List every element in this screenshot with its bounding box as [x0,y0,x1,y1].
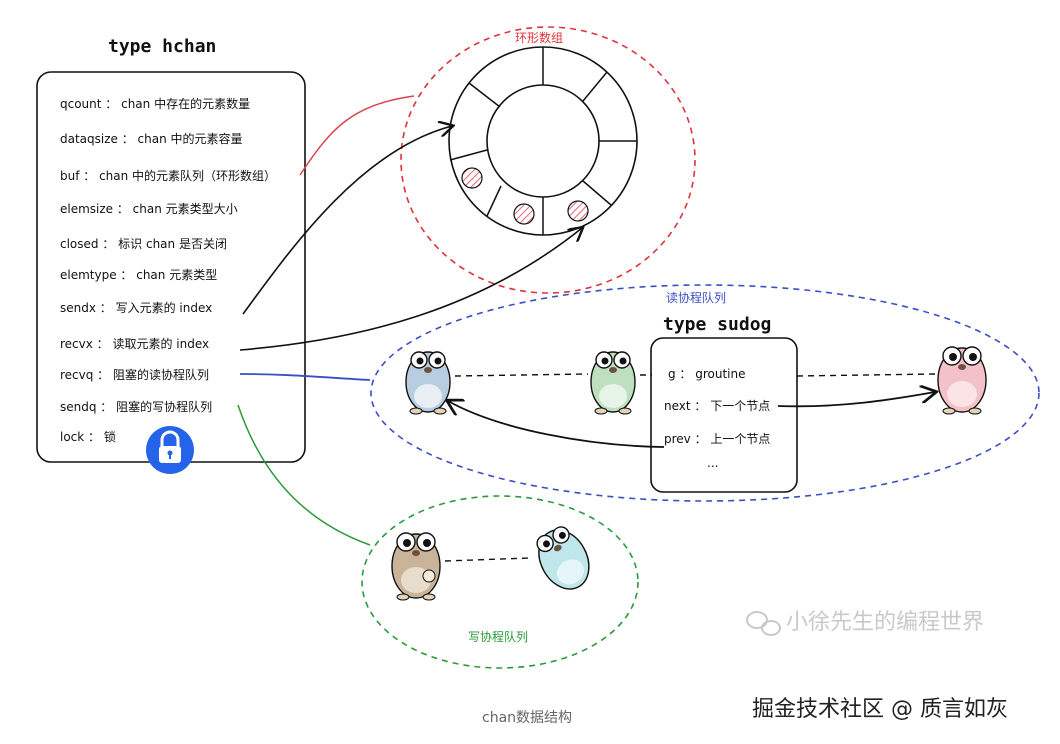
next-arrow [777,392,935,408]
ring-element [567,200,589,222]
recvq-connector [239,373,371,381]
gopher-icon [590,351,636,415]
hchan-field-sendx: sendx ： 写入元素的 index [60,300,212,315]
queue-link [796,373,936,377]
sudog-title: type sudog [663,314,771,335]
hchan-field-qcount: qcount ： chan 中存在的元素数量 [60,96,250,111]
sudog-field-more: ... [707,456,718,470]
ring-element [513,203,535,225]
hchan-title: type hchan [108,36,216,57]
prev-arrow [448,401,665,448]
ring-element [461,167,483,189]
hchan-fields: qcount ： chan 中存在的元素数量 dataqsize ： chan … [60,96,276,444]
hchan-field-sendq: sendq ： 阻塞的写协程队列 [60,399,212,414]
queue-link [454,373,589,377]
gopher-icon [405,351,451,415]
read-queue-label: 读协程队列 [666,290,726,305]
ring-array-boundary [400,26,696,294]
hchan-field-recvx: recvx ： 读取元素的 index [60,336,209,351]
lock-icon [146,426,194,474]
gopher-icon [391,532,441,601]
write-queue-label: 写协程队列 [468,629,528,644]
ring-array [448,46,638,236]
sendq-connector [237,404,371,546]
sudog-field-prev: prev ： 上一个节点 [664,432,770,446]
credit-text: 掘金技术社区 @ 质言如灰 [752,697,1008,722]
ring-array-label: 环形数组 [515,30,563,45]
hchan-field-dataqsize: dataqsize ： chan 中的元素容量 [60,131,243,146]
figure-caption: chan数据结构 [482,710,572,726]
ring-dividers [449,47,637,235]
recvx-arrow [239,228,582,351]
queue-link [444,557,531,562]
hchan-field-elemsize: elemsize ： chan 元素类型大小 [60,202,238,216]
sudog-field-g: g ： groutine [668,367,746,381]
hchan-field-closed: closed ： 标识 chan 是否关闭 [60,237,227,251]
watermark-text: 小徐先生的编程世界 [786,610,984,635]
hchan-field-buf: buf ： chan 中的元素队列（环形数组） [60,168,276,183]
gopher-icon [536,526,590,590]
hchan-field-lock: lock ： 锁 [60,429,116,444]
hchan-field-elemtype: elemtype ： chan 元素类型 [60,268,217,282]
buf-connector [299,95,415,176]
sudog-field-next: next ： 下一个节点 [664,399,770,413]
write-queue-boundary [361,495,639,669]
sudog-box [650,337,798,493]
hchan-field-recvq: recvq ： 阻塞的读协程队列 [60,367,209,382]
gopher-icon [937,346,987,415]
wechat-icon [746,611,781,636]
watermark: 小徐先生的编程世界 [746,610,984,636]
read-queue-boundary [370,284,1040,502]
sendx-arrow [242,126,452,315]
